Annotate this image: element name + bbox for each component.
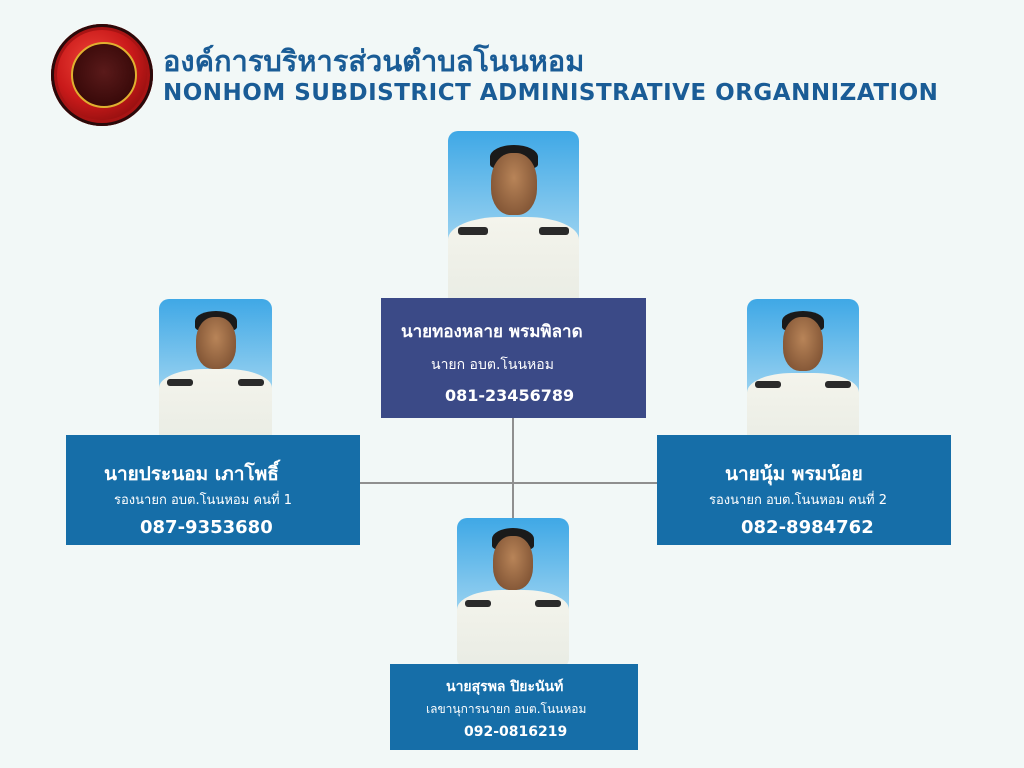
deputy2-name: นายนุ้ม พรมน้อย <box>725 463 863 485</box>
deputy1-name: นายประนอม เภาโพธิ์ <box>104 463 279 485</box>
seal-emblem <box>71 42 137 108</box>
secretary-card: นายสุรพล ปิยะนันท์ เลขานุการนายก อบต.โนน… <box>390 664 638 750</box>
deputy1-portrait <box>159 299 272 445</box>
deputy2-card: นายนุ้ม พรมน้อย รองนายก อบต.โนนหอม คนที่… <box>657 435 951 545</box>
chief-phone: 081-23456789 <box>445 386 575 405</box>
organization-seal-logo <box>51 24 153 126</box>
secretary-portrait <box>457 518 569 668</box>
chief-position: นายก อบต.โนนหอม <box>431 357 554 373</box>
deputy2-phone: 082-8984762 <box>741 517 874 538</box>
chief-card: นายทองหลาย พรมพิลาด นายก อบต.โนนหอม 081-… <box>381 298 646 418</box>
deputy1-position: รองนายก อบต.โนนหอม คนที่ 1 <box>114 493 292 508</box>
chief-name: นายทองหลาย พรมพิลาด <box>401 322 583 342</box>
org-title-english: NONHOM SUBDISTRICT ADMINISTRATIVE ORGANN… <box>163 80 939 106</box>
deputy2-position: รองนายก อบต.โนนหอม คนที่ 2 <box>709 493 887 508</box>
chief-portrait <box>448 131 579 307</box>
deputy2-portrait <box>747 299 859 451</box>
deputy1-card: นายประนอม เภาโพธิ์ รองนายก อบต.โนนหอม คน… <box>66 435 360 545</box>
deputy1-phone: 087-9353680 <box>140 517 273 538</box>
org-title-thai: องค์การบริหารส่วนตำบลโนนหอม <box>163 44 585 78</box>
secretary-position: เลขานุการนายก อบต.โนนหอม <box>426 702 587 716</box>
secretary-name: นายสุรพล ปิยะนันท์ <box>446 679 564 695</box>
connector-horizontal <box>360 482 658 484</box>
secretary-phone: 092-0816219 <box>464 724 568 740</box>
connector-vertical <box>512 417 514 519</box>
